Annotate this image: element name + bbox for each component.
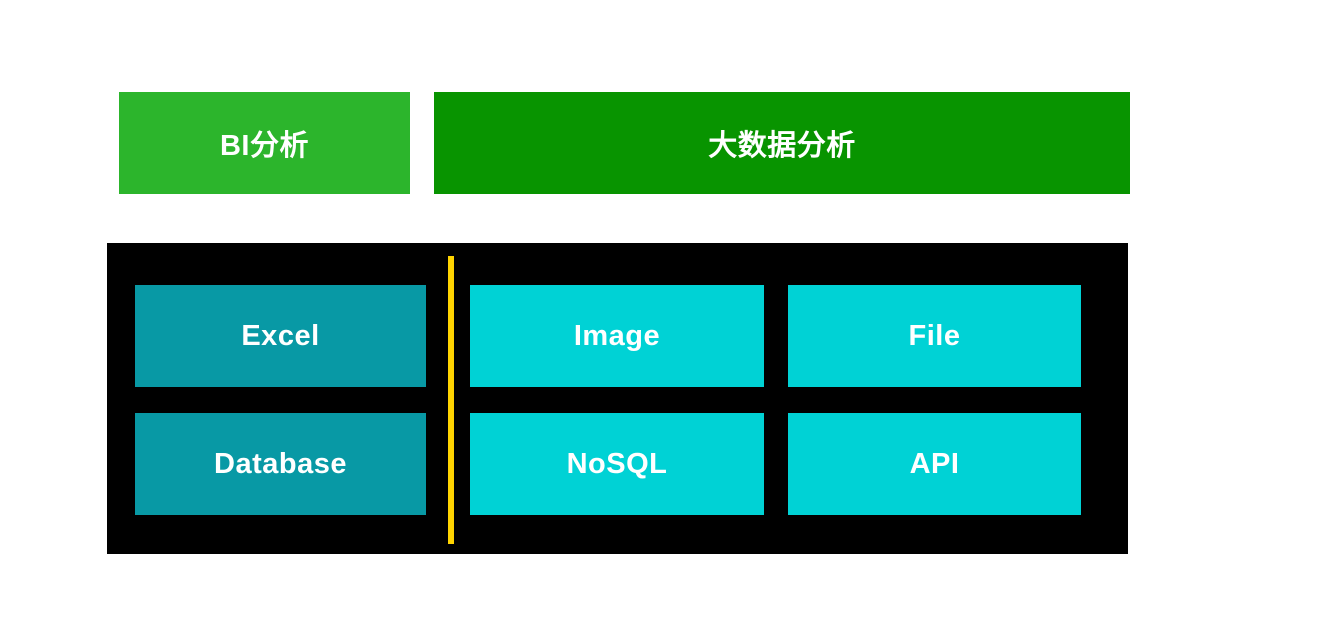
source-excel-block: Excel — [135, 285, 426, 387]
source-database-label: Database — [214, 447, 347, 480]
source-api-label: API — [909, 447, 960, 480]
data-sources-container: Excel Database Image File NoSQL API — [107, 243, 1128, 554]
source-nosql-block: NoSQL — [470, 413, 764, 515]
divider-line — [448, 256, 454, 544]
source-api-block: API — [788, 413, 1081, 515]
source-file-block: File — [788, 285, 1081, 387]
source-nosql-label: NoSQL — [566, 447, 668, 480]
source-image-block: Image — [470, 285, 764, 387]
bi-analysis-block: BI分析 — [119, 92, 410, 194]
source-excel-label: Excel — [241, 319, 320, 352]
bigdata-analysis-label: 大数据分析 — [708, 130, 856, 162]
source-database-block: Database — [135, 413, 426, 515]
bi-analysis-label: BI分析 — [219, 130, 309, 162]
source-file-label: File — [908, 319, 961, 352]
source-image-label: Image — [573, 319, 661, 352]
bigdata-analysis-block: 大数据分析 — [434, 92, 1130, 194]
